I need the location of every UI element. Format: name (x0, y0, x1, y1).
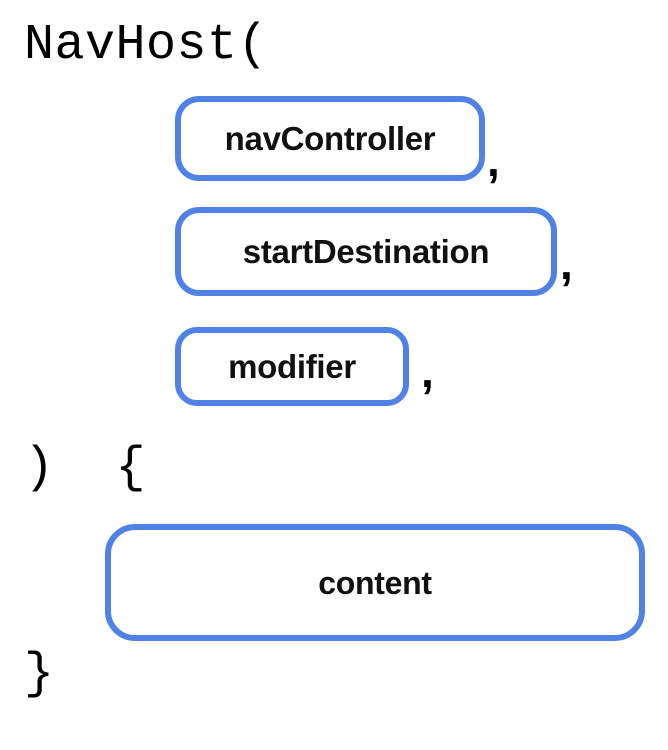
param-box-content[interactable]: content (105, 524, 645, 641)
param-box-modifier[interactable]: modifier (175, 327, 409, 406)
comma-separator-navcontroller: , (487, 134, 500, 186)
param-label-content: content (318, 564, 432, 601)
param-label-navcontroller: navController (224, 120, 436, 157)
param-label-startdestination: startDestination (242, 233, 490, 270)
param-label-modifier: modifier (228, 348, 356, 385)
code-token-navhost-open: NavHost( (24, 17, 269, 74)
code-token-close-brace: } (24, 646, 55, 703)
comma-separator-startdestination: , (560, 237, 573, 289)
code-token-close-paren-open-brace: ) { (24, 440, 147, 497)
param-box-navcontroller[interactable]: navController (175, 96, 485, 181)
comma-separator-modifier: , (421, 345, 434, 397)
param-box-startdestination[interactable]: startDestination (175, 207, 557, 296)
